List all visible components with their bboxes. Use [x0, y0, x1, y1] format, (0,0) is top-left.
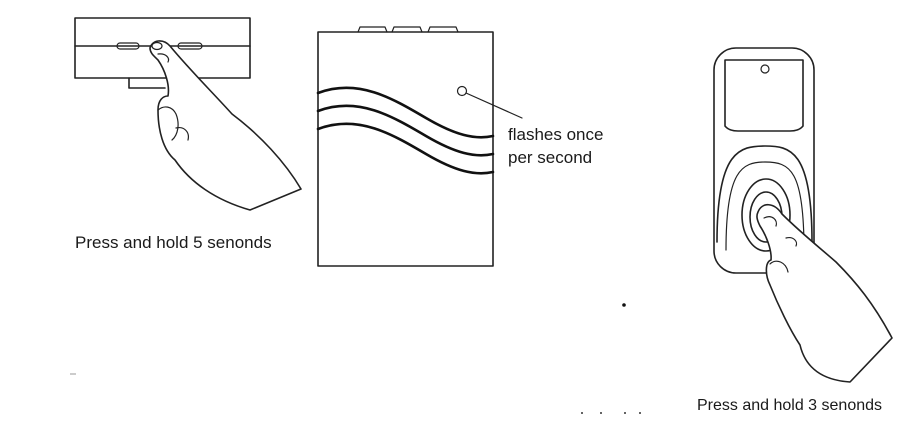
caption-flashes-line1: flashes once	[508, 125, 604, 144]
hand-pressing-bar-button	[149, 40, 302, 211]
indicator-led	[456, 85, 468, 97]
stray-dot	[600, 412, 602, 414]
caption-hold-5: Press and hold 5 senonds	[75, 233, 272, 252]
stray-dot	[581, 412, 583, 414]
device-panel	[316, 26, 495, 267]
caption-hold-3: Press and hold 3 senonds	[697, 397, 883, 414]
stray-dot	[624, 412, 626, 414]
remote-unit	[713, 47, 815, 274]
stray-dot	[639, 412, 641, 414]
led-callout-line	[465, 92, 523, 119]
stray-dot	[622, 303, 626, 307]
caption-flashes-line2: per second	[508, 148, 593, 167]
controller-button	[151, 41, 163, 51]
hand-pressing-remote-button	[756, 203, 893, 383]
